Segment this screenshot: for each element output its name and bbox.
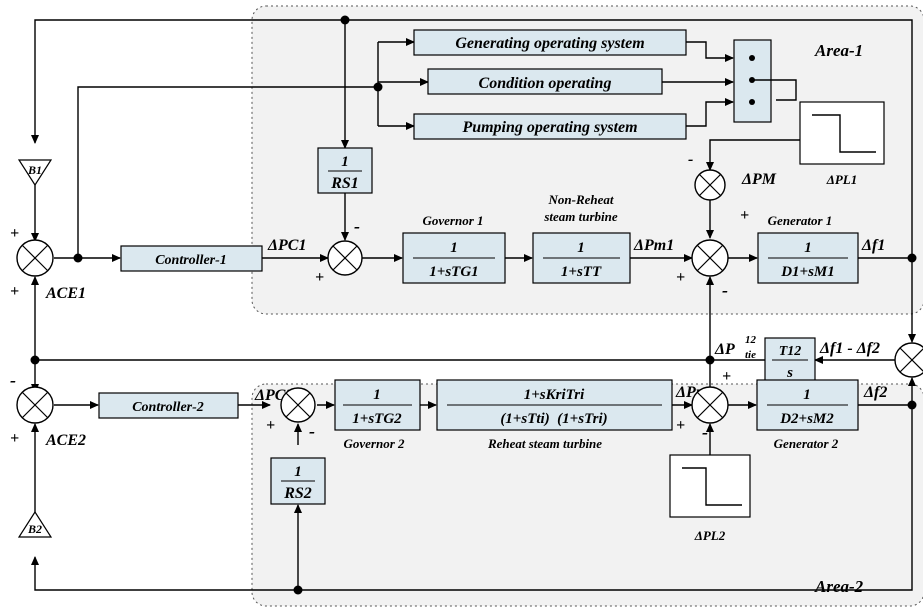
condition-operating-block — [427, 68, 663, 95]
reheat-numerator: 1+sKriTri — [524, 387, 585, 403]
bias-b1-label: B1 — [27, 163, 42, 177]
nonreheat-denominator: 1+sTT — [561, 264, 602, 280]
frequency-difference-summer — [894, 342, 923, 378]
droop-rs1-denominator: RS1 — [330, 175, 359, 192]
governor-2-denominator: 1+sTG2 — [352, 411, 402, 427]
sign-plus-tie1: + — [10, 283, 19, 300]
generator-1-caption: Generator 1 — [768, 213, 833, 228]
controller-2-block — [98, 392, 239, 419]
load-step-1-block — [799, 101, 885, 165]
governor-2-summer — [280, 387, 316, 423]
signal-dpm1: ΔPm1 — [633, 237, 674, 254]
ace2-summer — [16, 386, 54, 424]
signal-wires — [31, 19, 916, 591]
nonreheat-caption-line2: steam turbine — [543, 209, 618, 224]
signal-dpc1: ΔPC1 — [267, 237, 306, 254]
sign-plus-b2: + — [10, 430, 19, 447]
generator-2-denominator: D2+sM2 — [779, 411, 834, 427]
signal-df1: Δf1 — [861, 237, 885, 254]
nonreheat-caption-line1: Non-Reheat — [548, 192, 614, 207]
controller-1-label: Controller-1 — [155, 253, 227, 268]
bias-b1-block — [17, 159, 53, 187]
signal-df-diff: Δf1 - Δf2 — [819, 340, 880, 357]
pumping-operating-system-block — [413, 113, 687, 140]
mechanical-power-summer — [694, 169, 726, 201]
droop-rs1-numerator: 1 — [341, 154, 349, 170]
sign-minus-tie-area1: - — [722, 280, 728, 300]
signal-ptie: ΔP — [714, 341, 735, 358]
area-2-label: Area-2 — [814, 577, 864, 596]
load-step-2-label: ΔPL2 — [694, 528, 726, 543]
reheat-denominator: (1+sTti) (1+sTri) — [500, 411, 607, 427]
junction-dots — [30, 15, 917, 595]
nonreheat-numerator: 1 — [577, 240, 585, 256]
generating-operating-system-label: Generating operating system — [455, 35, 644, 52]
sign-plus-b1: + — [10, 225, 19, 242]
sign-minus-tie2: - — [10, 370, 16, 390]
signal-ace2: ACE2 — [45, 432, 86, 449]
sign-minus-rs2: - — [309, 421, 315, 441]
generator-2-caption: Generator 2 — [774, 436, 839, 451]
controller-1-block — [120, 245, 263, 272]
bias-b2-label: B2 — [27, 522, 42, 536]
signal-ptie-superscript: 12 — [745, 334, 757, 346]
generating-operating-system-block — [413, 29, 687, 56]
governor-1-numerator: 1 — [450, 240, 458, 256]
signal-ace1: ACE1 — [45, 285, 86, 302]
load-step-2-block — [669, 454, 751, 518]
controller-2-label: Controller-2 — [132, 400, 204, 415]
droop-rs2-numerator: 1 — [294, 464, 302, 480]
sign-plus-pm1: + — [676, 269, 685, 286]
area-1-label: Area-1 — [814, 41, 863, 60]
pumping-operating-system-label: Pumping operating system — [461, 119, 637, 136]
reheat-caption: Reheat steam turbine — [487, 436, 602, 451]
generator-1-summer — [691, 239, 729, 277]
governor-1-summer — [327, 240, 363, 276]
signal-dpm: ΔPM — [741, 171, 777, 188]
tie-line-numerator: T12 — [779, 344, 802, 359]
tie-line-denominator: s — [786, 365, 793, 381]
sign-minus-pl2: - — [702, 422, 708, 442]
sign-plus-pm2: + — [676, 417, 685, 434]
bias-b2-block — [17, 510, 53, 538]
generator-2-numerator: 1 — [803, 387, 811, 403]
mode-selector-switch — [733, 39, 772, 123]
load-step-1-label: ΔPL1 — [826, 172, 858, 187]
governor-1-caption: Governor 1 — [422, 213, 483, 228]
generator-1-denominator: D1+sM1 — [780, 264, 835, 280]
sign-plus-dpc1: + — [315, 269, 324, 286]
generator-1-numerator: 1 — [804, 240, 812, 256]
droop-rs2-denominator: RS2 — [283, 485, 312, 502]
signal-ptie-subscript: tie — [745, 349, 756, 361]
governor-1-denominator: 1+sTG1 — [429, 264, 478, 280]
sign-plus-pm: + — [740, 207, 749, 224]
governor-2-caption: Governor 2 — [343, 436, 405, 451]
sign-plus-tie-area2: + — [722, 368, 731, 385]
generator-2-summer — [691, 386, 729, 424]
sign-minus-rs1: - — [354, 216, 360, 236]
governor-2-numerator: 1 — [373, 387, 381, 403]
signal-df2: Δf2 — [863, 384, 887, 401]
condition-operating-label: Condition operating — [479, 75, 612, 92]
ace1-summer — [16, 239, 54, 277]
sign-plus-dpc2: + — [266, 417, 275, 434]
sign-minus-pl1: - — [688, 151, 693, 168]
